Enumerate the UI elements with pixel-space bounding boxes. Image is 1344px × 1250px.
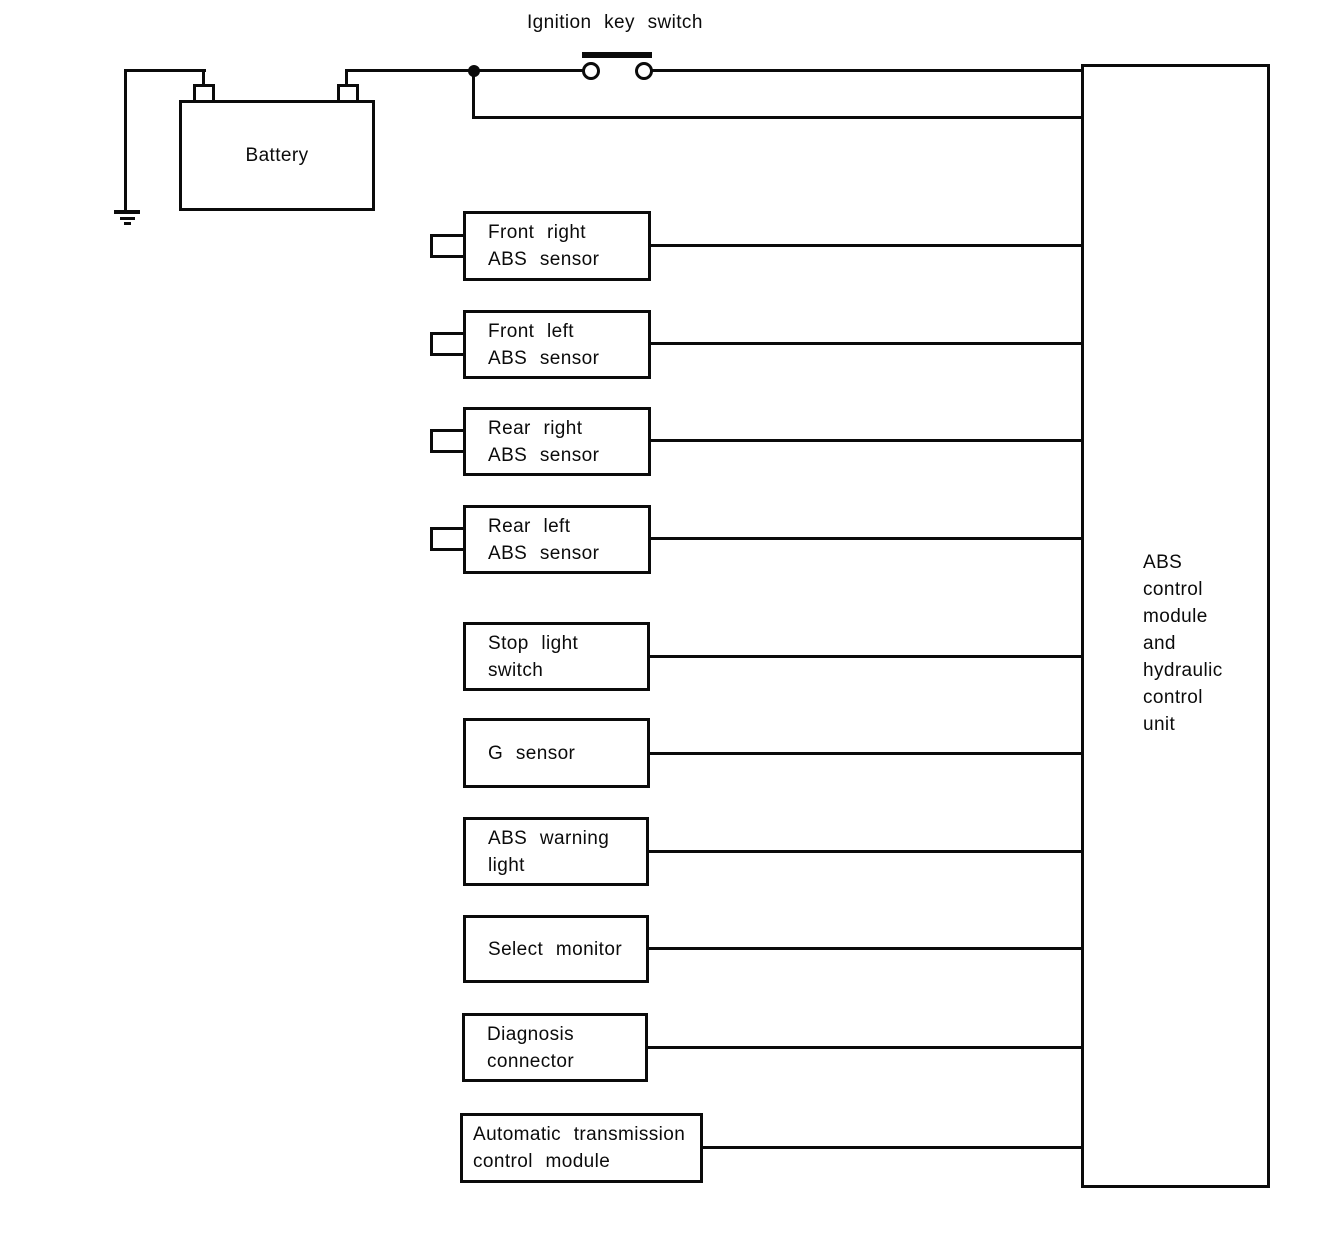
battery-label: Battery	[245, 144, 309, 166]
box-label: control module	[473, 1151, 611, 1172]
rear-left-abs-sensor-box: Rear left ABS sensor	[463, 505, 651, 574]
sensor-connector-tab	[430, 332, 466, 356]
wire-junction-dot	[468, 65, 480, 77]
ground-icon	[114, 210, 140, 214]
battery-positive-terminal	[337, 84, 359, 103]
box-label: light	[488, 854, 525, 876]
ground-icon	[124, 222, 131, 225]
battery-box: Battery	[179, 100, 375, 211]
box-label: Front right	[488, 222, 586, 243]
automatic-transmission-control-module-box: Automatic transmission control module	[460, 1113, 703, 1183]
rear-right-abs-sensor-box: Rear right ABS sensor	[463, 407, 651, 476]
box-label: ABS sensor	[488, 347, 600, 369]
box-label: Stop light	[488, 632, 579, 654]
sensor-connector-tab	[430, 429, 466, 453]
box-label: Diagnosis	[487, 1023, 575, 1045]
select-monitor-box: Select monitor	[463, 915, 649, 983]
wire-ground-drop	[124, 69, 127, 212]
wire-select-monitor	[648, 947, 1083, 950]
box-label: ABS warning	[488, 827, 610, 849]
battery-negative-terminal	[193, 84, 215, 103]
box-label: and	[1143, 633, 1176, 654]
box-label: control	[1143, 687, 1203, 708]
stop-light-switch-box: Stop light switch	[463, 622, 650, 691]
wire-battery-to-module	[472, 116, 1083, 119]
wire-rear-left-sensor	[650, 537, 1083, 540]
ignition-switch-blade-icon	[582, 52, 652, 58]
g-sensor-box: G sensor	[463, 718, 650, 788]
box-label: Front left	[488, 320, 574, 342]
box-label: switch	[488, 659, 544, 681]
box-label: Rear left	[488, 515, 571, 537]
box-label: unit	[1143, 714, 1176, 735]
wire-negative-riser	[202, 69, 205, 87]
box-label: hydraulic	[1143, 660, 1223, 681]
wire-g-sensor	[649, 752, 1083, 755]
wire-front-left-sensor	[650, 342, 1083, 345]
box-label: connector	[487, 1050, 575, 1072]
box-label: ABS	[1143, 552, 1183, 573]
abs-control-module-label: ABS control module and hydraulic control…	[1143, 549, 1223, 738]
box-label: ABS sensor	[488, 542, 600, 564]
front-left-abs-sensor-box: Front left ABS sensor	[463, 310, 651, 379]
sensor-connector-tab	[430, 234, 466, 258]
sensor-connector-tab	[430, 527, 466, 551]
box-label: control	[1143, 579, 1203, 600]
box-label: module	[1143, 606, 1208, 627]
ignition-switch-contact-right-icon	[635, 62, 653, 80]
wire-branch-drop	[472, 69, 475, 119]
abs-control-module-box: ABS control module and hydraulic control…	[1081, 64, 1270, 1188]
box-label: ABS sensor	[488, 249, 600, 270]
wire-switch-to-module	[652, 69, 1083, 72]
box-label: ABS sensor	[488, 444, 600, 466]
diagnosis-connector-box: Diagnosis connector	[462, 1013, 648, 1082]
box-label: G sensor	[488, 742, 576, 764]
wire-stop-light-switch	[649, 655, 1083, 658]
wire-battery-to-switch	[345, 69, 583, 72]
box-label: Select monitor	[488, 938, 623, 960]
box-label: Rear right	[488, 417, 583, 439]
wire-diagnosis-connector	[647, 1046, 1083, 1049]
box-label: Automatic transmission	[473, 1124, 686, 1145]
wire-front-right-sensor	[650, 244, 1083, 247]
ground-icon	[120, 217, 135, 220]
front-right-abs-sensor-box: Front right ABS sensor	[463, 211, 651, 281]
wire-positive-riser	[345, 69, 348, 87]
wire-battery-negative-top	[124, 69, 206, 72]
wire-atm-control-module	[702, 1146, 1083, 1149]
ignition-key-switch-label: Ignition key switch	[527, 12, 703, 33]
wire-abs-warning-light	[648, 850, 1083, 853]
wire-rear-right-sensor	[650, 439, 1083, 442]
abs-warning-light-box: ABS warning light	[463, 817, 649, 886]
ignition-switch-contact-left-icon	[582, 62, 600, 80]
